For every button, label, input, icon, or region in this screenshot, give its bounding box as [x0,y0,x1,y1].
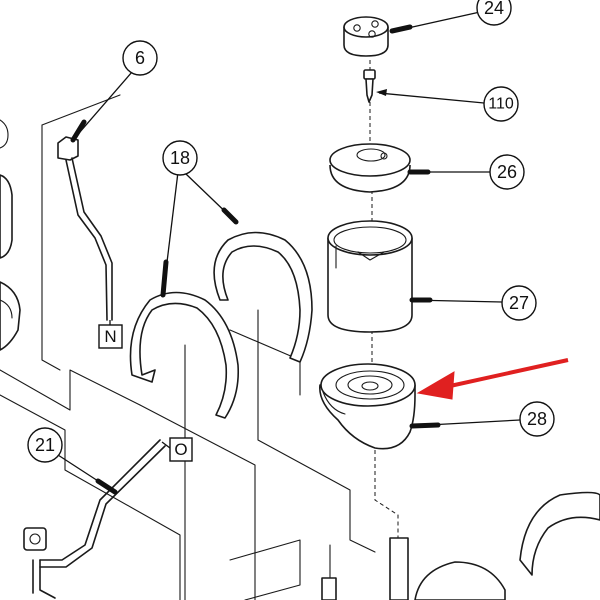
part-24-cap [343,16,389,57]
connector-o-label: O [174,440,187,459]
callout-110-label: 110 [488,96,514,113]
leader-21 [57,454,118,495]
leader-24 [389,11,481,34]
callout-6-label: 6 [135,48,145,68]
leader-110 [376,89,485,104]
leader-27 [409,297,503,303]
callout-27-label: 27 [509,293,529,313]
bottom-parts [321,491,600,600]
callout-6: 6 [122,40,158,76]
leader-28 [409,419,521,429]
part-18-straps [129,231,313,419]
part-6-rod [57,136,113,321]
callout-21: 21 [27,427,63,463]
callout-110: 110 [483,86,519,122]
leader-o [161,441,171,449]
connector-o: O [169,437,193,462]
leader-18 [160,171,239,298]
callout-28: 28 [519,401,555,437]
left-edge-parts [0,119,21,351]
connector-n-label: N [104,327,116,346]
frame-lines [0,94,376,600]
part-27-cylinder [327,220,413,333]
leader-6 [70,71,133,143]
part-26-ring [329,143,411,193]
callout-18-label: 18 [170,148,190,168]
part-28-base [319,363,416,450]
callout-27: 27 [501,285,537,321]
part-110-screw [363,69,376,103]
callout-21-label: 21 [35,435,55,455]
callout-18: 18 [162,140,198,176]
part-21-tube [23,439,166,599]
highlight-arrow [416,358,569,400]
callout-24-label: 24 [484,0,504,18]
callout-24: 24 [476,0,512,26]
connector-n: N [98,324,123,349]
callout-26: 26 [489,154,525,190]
callout-26-label: 26 [497,162,517,182]
callout-28-label: 28 [527,409,547,429]
